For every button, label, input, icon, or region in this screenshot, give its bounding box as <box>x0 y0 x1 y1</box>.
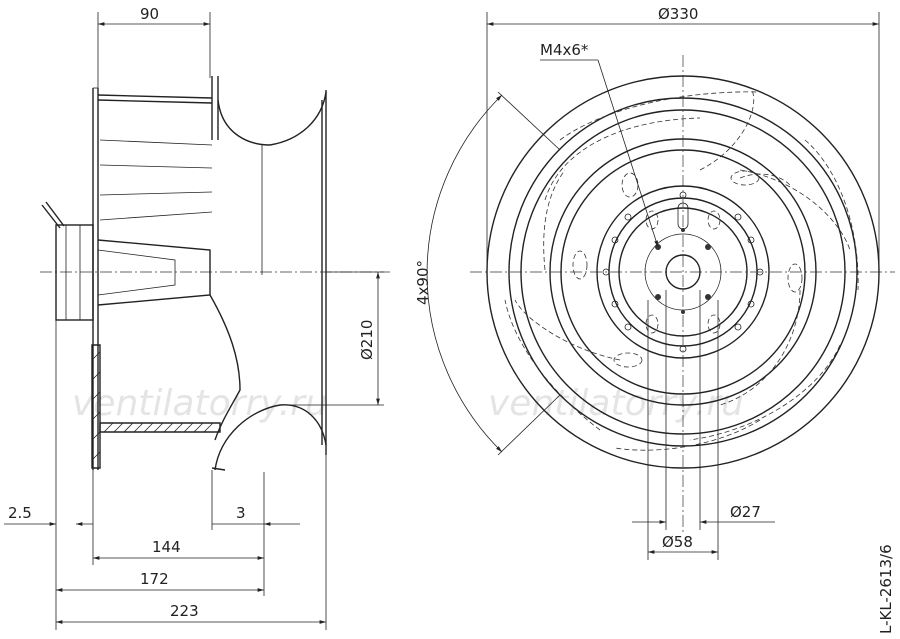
dim-3-label: 3 <box>236 504 246 522</box>
dim-58-label: Ø58 <box>662 533 693 551</box>
dim-144-label: 144 <box>152 538 181 556</box>
dim-2-5-label: 2.5 <box>8 504 32 522</box>
dim-27-label: Ø27 <box>730 503 761 521</box>
drawing-code: L-KL-2613/6 <box>877 544 895 634</box>
dim-223-label: 223 <box>170 602 199 620</box>
watermark-left: ventilatorry.ru <box>72 383 328 424</box>
dim-90-label: 90 <box>140 5 159 23</box>
thread-label: M4x6* <box>540 41 589 59</box>
mounting-holes <box>602 191 764 353</box>
front-view <box>470 55 895 535</box>
side-dimensions: 90 Ø210 2.5 3 144 172 223 <box>4 5 384 630</box>
side-view <box>40 76 390 471</box>
dim-172-label: 172 <box>140 570 169 588</box>
dim-330-label: Ø330 <box>658 5 698 23</box>
front-dimensions: Ø330 M4x6* 4x90° Ø27 Ø58 <box>414 5 880 560</box>
angle-label: 4x90° <box>414 260 432 305</box>
dim-210-label: Ø210 <box>358 320 376 360</box>
